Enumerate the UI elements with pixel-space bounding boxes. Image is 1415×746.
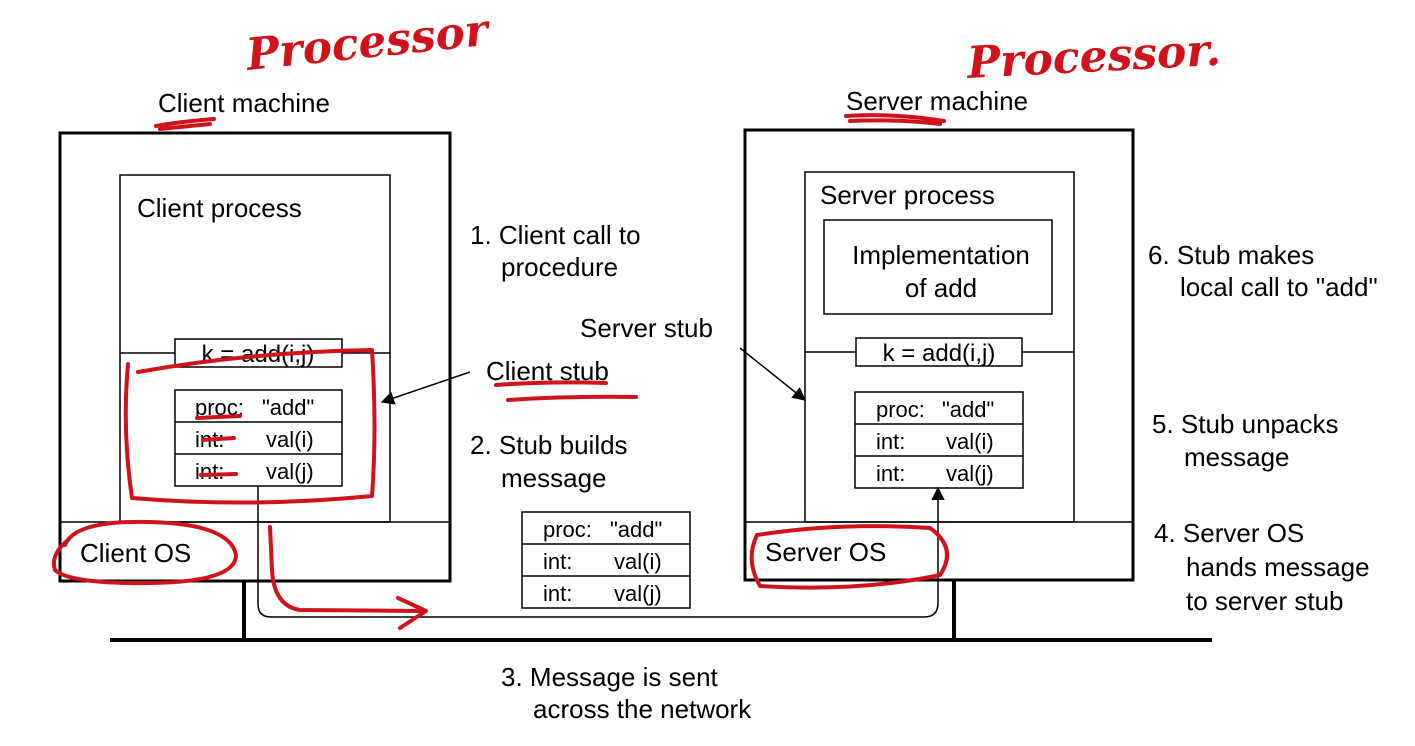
svg-text:int:: int:	[543, 549, 572, 574]
server-call-box	[855, 337, 1023, 367]
svg-text:1. Client call to: 1. Client call to	[470, 220, 641, 250]
client-process-label: Client process	[137, 193, 302, 223]
svg-text:proc:: proc:	[543, 517, 592, 542]
svg-text:5. Stub unpacks: 5. Stub unpacks	[1152, 409, 1338, 439]
svg-text:proc:: proc:	[876, 397, 925, 422]
message-path	[257, 486, 945, 618]
client-machine-box	[58, 131, 452, 583]
svg-text:"add": "add"	[262, 395, 314, 420]
svg-text:val(i): val(i)	[614, 549, 662, 574]
network-message-table: proc: "add" int: val(i) int: val(j)	[521, 511, 691, 609]
server-process-box	[804, 171, 1075, 523]
server-call-text: k = add(i,j)	[883, 340, 996, 367]
implementation-line2: of add	[905, 273, 977, 303]
step-1: 1. Client call to procedure	[470, 220, 641, 282]
svg-text:val(j): val(j)	[946, 461, 994, 486]
client-machine-label: Client machine	[158, 88, 330, 118]
svg-text:val(i): val(i)	[946, 429, 994, 454]
server-os-label: Server OS	[765, 537, 886, 567]
svg-text:6. Stub makes: 6. Stub makes	[1148, 240, 1314, 270]
client-call-box	[174, 338, 343, 368]
implementation-box	[823, 219, 1053, 315]
svg-text:int:: int:	[876, 429, 905, 454]
server-message-table: proc: "add" int: val(i) int: val(j)	[854, 391, 1024, 489]
step-2: 2. Stub builds message	[470, 430, 628, 493]
svg-text:4. Server OS: 4. Server OS	[1154, 518, 1304, 548]
svg-text:local call to "add": local call to "add"	[1180, 272, 1378, 302]
svg-text:to server stub: to server stub	[1186, 586, 1344, 616]
client-os-label: Client OS	[80, 538, 191, 568]
client-stub-arrow	[380, 371, 471, 405]
red-annotations	[51, 113, 950, 630]
svg-text:3. Message is sent: 3. Message is sent	[501, 662, 719, 692]
svg-text:val(j): val(j)	[614, 581, 662, 606]
svg-text:2. Stub builds: 2. Stub builds	[470, 430, 628, 460]
server-machine-label: Server machine	[846, 86, 1028, 116]
server-processor-handwriting: Processor.	[964, 25, 1222, 89]
server-machine-box	[743, 128, 1135, 582]
svg-text:"add": "add"	[610, 517, 662, 542]
svg-text:int:: int:	[876, 461, 905, 486]
svg-text:procedure: procedure	[501, 252, 618, 282]
svg-text:message: message	[1184, 442, 1290, 472]
svg-text:val(i): val(i)	[266, 427, 314, 452]
server-process-label: Server process	[820, 180, 995, 210]
server-stub-arrow	[739, 347, 807, 401]
step-6: 6. Stub makes local call to "add"	[1148, 240, 1378, 302]
svg-text:message: message	[501, 463, 607, 493]
implementation-line1: Implementation	[852, 240, 1030, 270]
client-processor-handwriting: Processor	[242, 5, 493, 82]
svg-text:val(j): val(j)	[266, 459, 314, 484]
svg-text:hands message: hands message	[1186, 552, 1370, 582]
step-4: 4. Server OS hands message to server stu…	[1154, 518, 1370, 616]
client-process-box	[119, 174, 391, 523]
svg-text:"add": "add"	[942, 397, 994, 422]
svg-text:across the network: across the network	[533, 694, 752, 724]
svg-text:int:: int:	[195, 459, 224, 484]
client-message-table: proc: "add" int: val(i) int: val(j)	[174, 389, 343, 487]
svg-text:int:: int:	[543, 581, 572, 606]
server-stub-label: Server stub	[580, 313, 713, 343]
step-5: 5. Stub unpacks message	[1152, 409, 1338, 472]
step-3: 3. Message is sent across the network	[501, 662, 752, 724]
